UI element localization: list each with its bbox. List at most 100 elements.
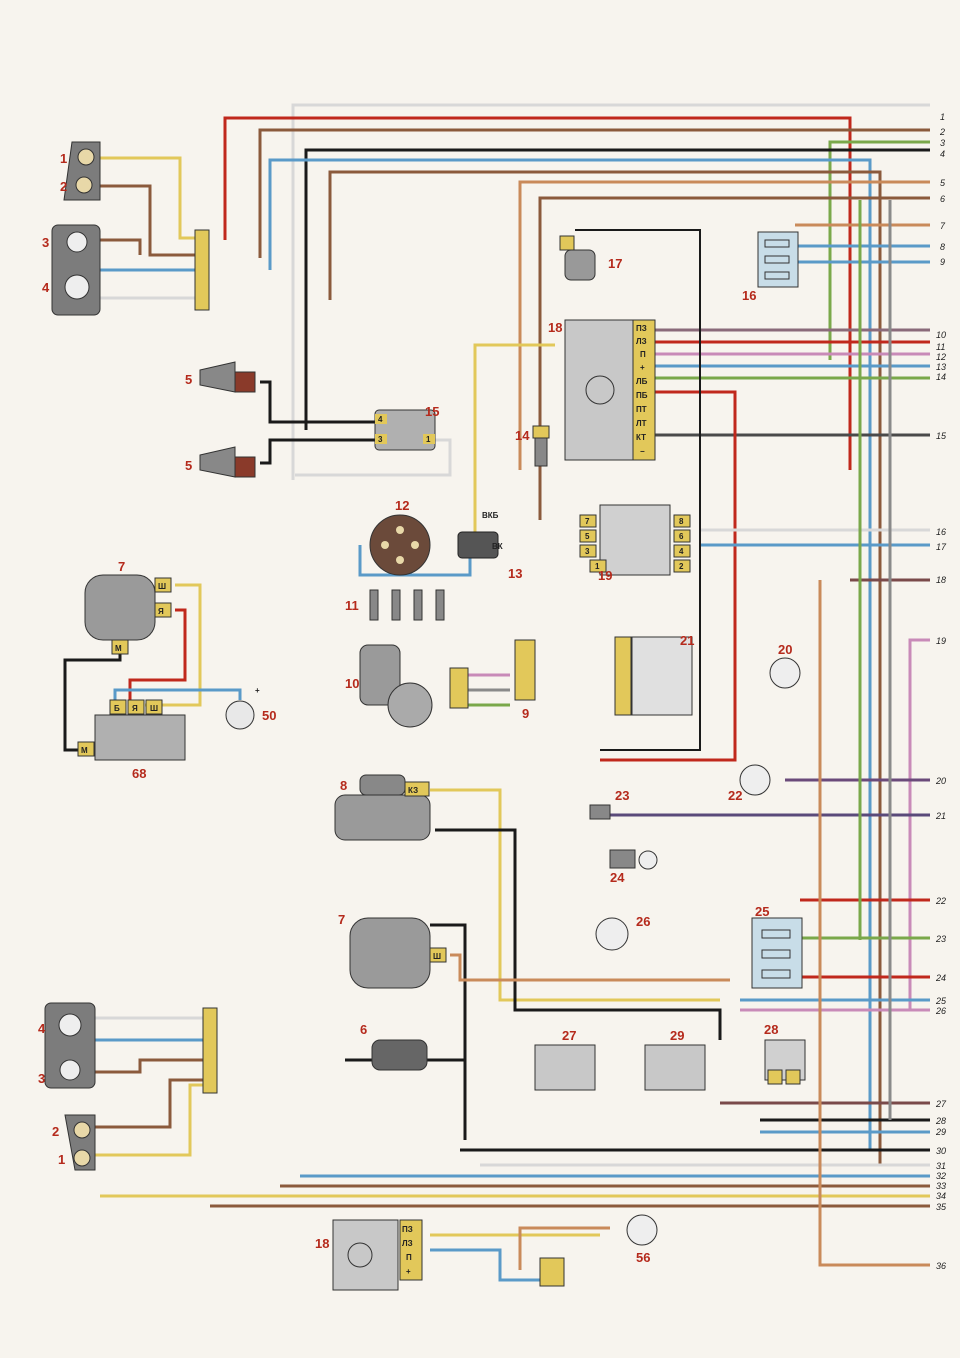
label-c22: 22 [728, 788, 742, 803]
coil-pin-vkb: ВКБ [482, 511, 499, 520]
switch-21 [614, 636, 693, 716]
w-gen2-sh [450, 953, 730, 982]
wire-3 [828, 140, 930, 360]
label-c1a: 1 [60, 151, 67, 166]
out-4: 4 [940, 149, 945, 159]
out-14: 14 [936, 372, 946, 382]
wire-19 [908, 638, 930, 1010]
sw19-pin7: 7 [585, 517, 590, 526]
label-c18b: 18 [315, 1236, 329, 1251]
label-c23: 23 [615, 788, 629, 803]
generator-7a: Ш Я М [84, 574, 172, 655]
u18-pin-plus: + [640, 363, 645, 372]
u18b-pin-p: П [406, 1253, 412, 1262]
label-c1b: 1 [58, 1152, 65, 1167]
wire-5 [518, 180, 930, 470]
sensor-26 [595, 917, 629, 951]
w-starter-blk [435, 828, 722, 1040]
distributor-12 [369, 514, 431, 576]
gauge-22 [739, 764, 771, 796]
out-26: 26 [935, 1006, 946, 1016]
wire-2 [258, 128, 930, 258]
lamp-4b-icon [58, 1013, 82, 1037]
label-c6: 6 [360, 1022, 367, 1037]
w-bot-blue [430, 1248, 540, 1282]
sw19-pin6: 6 [679, 532, 684, 541]
out-36: 36 [936, 1261, 946, 1271]
gen7b-pin-sh: Ш [433, 952, 441, 961]
out-13: 13 [936, 362, 946, 372]
out-33: 33 [936, 1181, 946, 1191]
wire-36 [818, 580, 930, 1267]
lamp-block-bottom [44, 1002, 218, 1171]
label-c26: 26 [636, 914, 650, 929]
w-gen2-plus [430, 923, 467, 1140]
label-c3b: 3 [38, 1071, 45, 1086]
sw19-pin1: 1 [595, 562, 600, 571]
label-c8: 8 [340, 778, 347, 793]
u18b-pin-l3: ЛЗ [402, 1239, 413, 1248]
component-labels: 1 2 3 4 5 5 15 17 18 16 14 12 13 11 19 7… [38, 151, 792, 1265]
label-c4b: 4 [38, 1021, 46, 1036]
label-c21: 21 [680, 633, 694, 648]
out-8: 8 [940, 242, 945, 252]
u18b-pin-p3: ПЗ [402, 1225, 413, 1234]
out-34: 34 [936, 1191, 946, 1201]
gauge-20 [769, 657, 801, 689]
label-c25: 25 [755, 904, 769, 919]
w-starter [430, 788, 720, 1002]
horn-5b [199, 446, 256, 478]
label-c50: 50 [262, 708, 276, 723]
regulator-6 [371, 1039, 428, 1071]
w-lamp2 [95, 184, 205, 257]
out-17: 17 [936, 542, 947, 552]
harness-output-labels: 1 2 3 4 5 6 7 8 9 10 11 12 13 14 15 16 1… [935, 112, 947, 1271]
lamp-1-icon [77, 148, 95, 166]
connector-bottom-center [539, 1257, 565, 1287]
label-c20: 20 [778, 642, 792, 657]
lamp-3-icon [66, 231, 88, 253]
label-c7b: 7 [338, 912, 345, 927]
label-c16: 16 [742, 288, 756, 303]
switch-19: 7 5 3 1 8 6 4 2 [579, 504, 691, 576]
relay-16 [757, 231, 799, 288]
horn-5a [199, 361, 256, 393]
wire-4 [304, 148, 930, 430]
top-wire-bus [223, 103, 930, 1165]
label-c12: 12 [395, 498, 409, 513]
out-18: 18 [936, 575, 946, 585]
w-gen-sh [145, 583, 202, 707]
out-16: 16 [936, 527, 946, 537]
relay-25 [751, 917, 803, 989]
wire-1 [291, 103, 930, 480]
out-19: 19 [936, 636, 946, 646]
u18-pin-l3: ЛЗ [636, 337, 647, 346]
connector-bottom-left [202, 1007, 218, 1094]
out-28: 28 [935, 1116, 946, 1126]
connector-9 [514, 639, 536, 701]
w-horn-b [260, 438, 375, 465]
out-23: 23 [935, 934, 946, 944]
u18-pin-lb: ЛБ [636, 377, 648, 386]
u18-pin-minus: − [640, 447, 645, 456]
out-32: 32 [936, 1171, 946, 1181]
out-20: 20 [935, 776, 946, 786]
connector-top-left [194, 229, 210, 311]
sw19-pin2: 2 [679, 562, 684, 571]
coil-pin-vk: ВК [492, 542, 503, 551]
wire-brown-top [328, 170, 882, 1165]
label-c10: 10 [345, 676, 359, 691]
relay-27 [534, 1044, 596, 1091]
u18-pin-pt: ПТ [636, 405, 647, 414]
out-15: 15 [936, 431, 947, 441]
w-ign-yel [473, 343, 555, 540]
relay-29 [644, 1044, 706, 1091]
lamp-block-top [51, 141, 210, 316]
gen7a-pin-m: М [115, 644, 122, 653]
spark-plugs-11 [369, 589, 445, 621]
w-ign-blue [358, 545, 472, 577]
ignition-coil-13: ВКБ ВК [457, 511, 503, 559]
label-c29: 29 [670, 1028, 684, 1043]
label-c28: 28 [764, 1022, 778, 1037]
